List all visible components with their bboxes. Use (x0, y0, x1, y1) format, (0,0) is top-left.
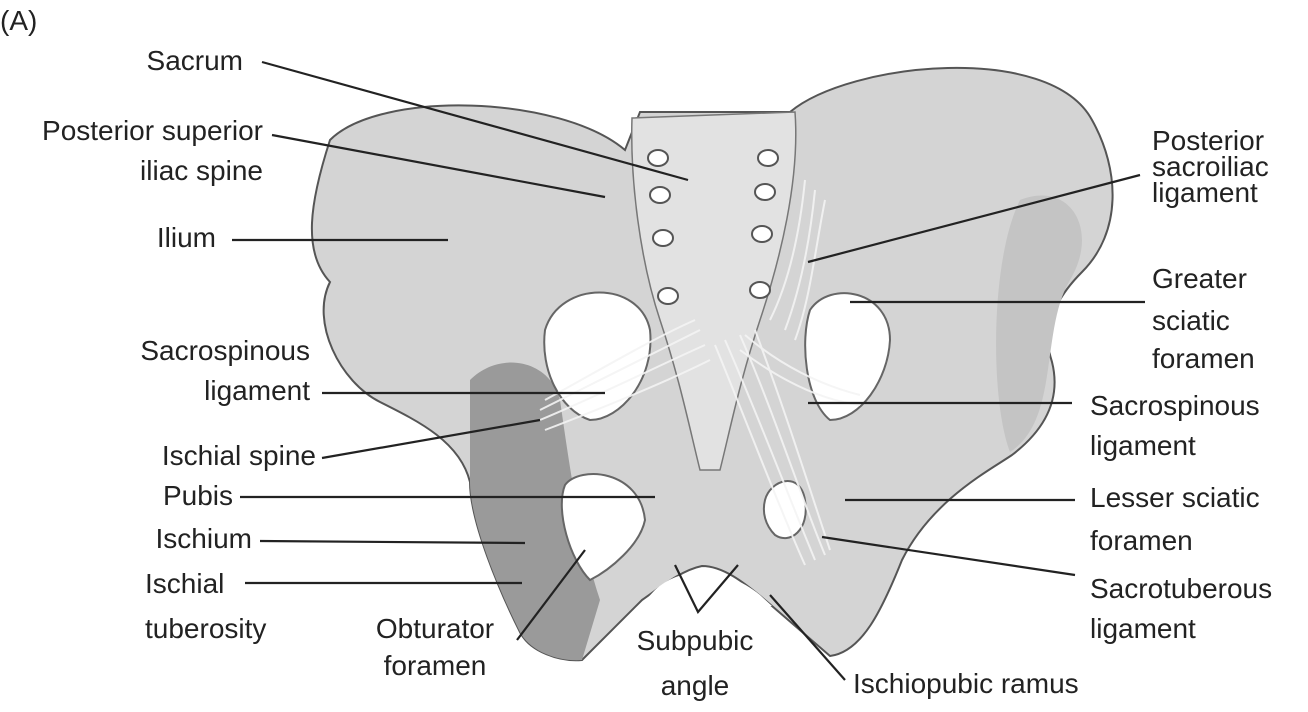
pelvis-illustration (310, 67, 1114, 662)
label-ilium: Ilium (157, 222, 216, 253)
label-sacrospinous-left-2: ligament (204, 375, 310, 406)
leader-lines (232, 60, 1145, 681)
label-greater-sciatic-3: foramen (1152, 343, 1255, 374)
ischium-left-shade (470, 362, 600, 661)
ligaments (539, 179, 861, 566)
label-sacrotuberous-1: Sacrotuberous (1090, 573, 1272, 604)
ilium-right-shade (996, 195, 1082, 453)
label-lesser-sciatic-2: foramen (1090, 525, 1193, 556)
label-ischium: Ischium (156, 523, 252, 554)
label-sacrotuberous-2: ligament (1090, 613, 1196, 644)
label-obturator-1: Obturator (376, 613, 494, 644)
label-greater-sciatic-1: Greater (1152, 263, 1247, 294)
label-ischial-tuberosity-1: Ischial (145, 568, 224, 599)
label-obturator-2: foramen (384, 650, 487, 681)
label-ischial-tuberosity-2: tuberosity (145, 613, 266, 644)
sacrum (631, 111, 797, 471)
label-pubis: Pubis (163, 480, 233, 511)
label-psis-1: Posterior superior (42, 115, 263, 146)
label-ischiopubic-ramus: Ischiopubic ramus (853, 668, 1079, 699)
label-psis-2: iliac spine (140, 155, 263, 186)
pubic-arch (640, 572, 772, 606)
label-greater-sciatic-2: sciatic (1152, 305, 1230, 336)
greater-sciatic-foramen-right (804, 292, 892, 422)
label-posterior-sacroiliac-1: Posterior (1152, 125, 1264, 156)
label-subpubic-1: Subpubic (637, 625, 754, 656)
label-sacrum: Sacrum (147, 45, 243, 76)
label-ischial-spine: Ischial spine (162, 440, 316, 471)
label-lesser-sciatic-1: Lesser sciatic (1090, 482, 1260, 513)
label-sacrospinous-right-2: ligament (1090, 430, 1196, 461)
label-posterior-sacroiliac-2: sacroiliac (1152, 151, 1269, 182)
label-posterior-sacroiliac-3: ligament (1152, 177, 1258, 208)
label-sacrospinous-left-1: Sacrospinous (140, 335, 310, 366)
label-sacrospinous-right-1: Sacrospinous (1090, 390, 1260, 421)
panel-label: (A) (0, 5, 37, 36)
sacral-foramina (647, 149, 779, 305)
label-subpubic-2: angle (661, 670, 730, 701)
